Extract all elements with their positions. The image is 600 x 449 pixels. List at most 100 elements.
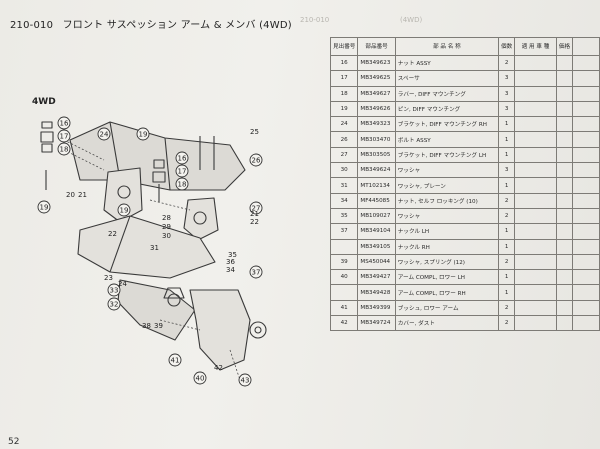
cell-part-number: MT102134 [357,177,396,194]
cell-application [514,315,557,332]
cell-qty: 2 [498,315,516,332]
cell-ref: 30 [329,162,359,179]
label-29: 29 [162,223,171,231]
cell-part-number: MB349724 [357,315,396,332]
svg-text:19: 19 [139,131,148,139]
cell-illustration [572,177,600,194]
cell-name: ワッシャ, スプリング (12) [394,253,500,271]
cell-application [514,116,557,133]
callout-32: 32 [107,297,121,311]
cell-ref: 34 [329,192,359,209]
cell-part-number: MB349105 [357,238,396,255]
svg-text:33: 33 [110,287,119,295]
svg-text:18: 18 [60,146,69,154]
svg-text:17: 17 [60,133,69,141]
cell-ref: 16 [329,54,359,72]
cell-application [514,85,557,102]
cell-illustration [572,284,600,301]
cell-price [555,299,574,317]
callout-16b: 16 [175,151,189,165]
callout-33: 33 [107,283,121,297]
label-28: 28 [162,214,171,222]
svg-text:16: 16 [178,155,187,163]
cell-part-number: MB349104 [357,223,396,240]
bleed-through-2: (4WD) [400,16,423,24]
cell-name: ブラケット, DIFF マウンチング RH [394,116,500,133]
col-application: 適 用 車 種 [514,37,557,56]
label-38: 38 [142,322,151,330]
cell-price [555,100,574,118]
bleed-through-1: 210-010 [300,16,330,24]
cell-ref: 37 [329,223,359,240]
section-code: 210-010 [10,20,54,31]
cell-price [555,162,574,179]
cell-name: カバー, ダスト [394,315,500,332]
svg-text:43: 43 [241,377,250,385]
label-31: 31 [150,244,159,252]
cell-part-number: MB349626 [357,100,396,118]
cell-qty: 1 [498,238,516,255]
svg-text:26: 26 [252,157,261,165]
cell-ref: 19 [329,100,359,118]
cell-price [555,70,574,87]
page-number: 52 [8,437,20,447]
cell-qty: 1 [498,131,516,148]
section-title: フロント サスペッション アーム & メンバ (4WD) [62,20,292,31]
cell-qty: 2 [498,54,516,72]
col-illustration [572,37,600,56]
svg-text:19: 19 [120,207,129,215]
cell-application [514,223,557,240]
cell-illustration [572,253,600,271]
svg-text:17: 17 [178,168,187,176]
cell-ref: 42 [329,315,359,332]
cell-name: アーム COMPL, ロワー LH [394,269,500,286]
cell-qty: 3 [498,85,516,102]
svg-text:37: 37 [252,269,261,277]
cell-application [514,238,557,255]
cell-price [555,146,574,164]
cell-part-number: MB349624 [357,162,396,179]
cell-illustration [572,70,600,87]
cell-price [555,207,574,225]
cell-name: スペーサ [394,70,500,87]
cell-application [514,207,557,225]
cell-part-number: MF445085 [357,192,396,209]
svg-text:40: 40 [196,375,205,383]
cell-name: ラバー, DIFF マウンチング [394,85,500,102]
callout-19b: 19 [136,127,150,141]
cell-part-number: MS450044 [357,253,396,271]
cell-name: ボルト ASSY [394,131,500,148]
cell-qty: 1 [498,284,516,301]
cell-application [514,162,557,179]
cell-part-number: MB349625 [357,70,396,87]
callout-43: 43 [238,373,252,387]
cell-price [555,192,574,209]
cell-application [514,284,557,301]
svg-text:41: 41 [171,357,180,365]
cell-name: アーム COMPL, ロワー RH [394,284,500,301]
page-header: 210-010 フロント サスペッション アーム & メンバ (4WD) [10,16,292,31]
cell-application [514,269,557,286]
callout-17: 17 [57,129,71,143]
cell-name: ワッシャ [394,207,500,225]
cell-qty: 2 [498,253,516,271]
cell-application [514,54,557,72]
cell-illustration [572,131,600,148]
cell-illustration [572,85,600,102]
variant-label: 4WD [32,97,56,107]
cell-name: ピン, DIFF マウンチング [394,100,500,118]
cell-ref: 17 [329,70,359,87]
cell-qty: 1 [498,223,516,240]
